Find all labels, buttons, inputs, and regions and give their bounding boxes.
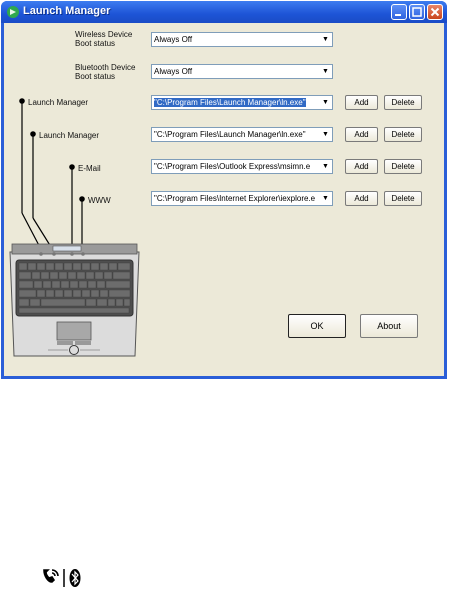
laptop-keyboard-image [9,243,140,357]
title-bar[interactable]: Launch Manager [1,1,447,23]
email-value: "C:\Program Files\Outlook Express\msimn.… [154,162,311,171]
email-add-button[interactable]: Add [345,159,378,174]
window-title: Launch Manager [23,5,111,17]
www-value: "C:\Program Files\Internet Explorer\iexp… [154,194,316,203]
launch-manager-2-value: "C:\Program Files\Launch Manager\ln.exe" [154,130,306,139]
launch-manager-2-select[interactable]: "C:\Program Files\Launch Manager\ln.exe"… [151,127,333,142]
app-icon [7,6,19,18]
about-button[interactable]: About [360,314,418,338]
www-add-button[interactable]: Add [345,191,378,206]
launch-manager-2-delete-button[interactable]: Delete [384,127,422,142]
launch-manager-1-label: Launch Manager [28,98,89,107]
dropdown-arrow-icon[interactable]: ▼ [319,160,332,173]
dropdown-arrow-icon[interactable]: ▼ [319,128,332,141]
launch-manager-1-delete-button[interactable]: Delete [384,95,422,110]
wireless-label-line1: Wireless Device [75,30,133,39]
launch-manager-1-value: "C:\Program Files\Launch Manager\ln.exe" [154,98,306,107]
wireless-boot-status-value: Always Off [154,35,193,44]
dropdown-arrow-icon[interactable]: ▼ [319,192,332,205]
dropdown-arrow-icon[interactable]: ▼ [319,65,332,78]
launch-manager-window: Launch Manager Wireless Device Boot stat… [1,1,447,379]
dropdown-arrow-icon[interactable]: ▼ [319,33,332,46]
email-label: E-Mail [78,164,101,173]
launch-manager-1-add-button[interactable]: Add [345,95,378,110]
launch-manager-2-add-button[interactable]: Add [345,127,378,142]
email-select[interactable]: "C:\Program Files\Outlook Express\msimn.… [151,159,333,174]
maximize-icon[interactable] [409,4,425,20]
www-delete-button[interactable]: Delete [384,191,422,206]
bluetooth-boot-status-select[interactable]: Always Off ▼ [151,64,333,79]
minimize-icon[interactable] [391,4,407,20]
launch-manager-1-select[interactable]: "C:\Program Files\Launch Manager\ln.exe"… [151,95,333,110]
callout-lines [19,98,85,256]
dialog-client-area: Wireless Device Boot status Always Off ▼… [4,23,444,376]
bluetooth-label-line2: Boot status [75,72,116,81]
bluetooth-label-line1: Bluetooth Device [75,63,136,72]
bluetooth-boot-status-value: Always Off [154,67,193,76]
wireless-label-line2: Boot status [75,39,116,48]
ok-button[interactable]: OK [288,314,346,338]
launch-manager-2-label: Launch Manager [39,131,100,140]
bluetooth-icon [69,569,81,587]
www-label: WWW [88,196,111,205]
footer-icons [43,569,81,587]
dropdown-arrow-icon[interactable]: ▼ [319,96,332,109]
wireless-boot-status-select[interactable]: Always Off ▼ [151,32,333,47]
wireless-icon [43,569,59,583]
email-delete-button[interactable]: Delete [384,159,422,174]
www-select[interactable]: "C:\Program Files\Internet Explorer\iexp… [151,191,333,206]
close-icon[interactable] [427,4,443,20]
